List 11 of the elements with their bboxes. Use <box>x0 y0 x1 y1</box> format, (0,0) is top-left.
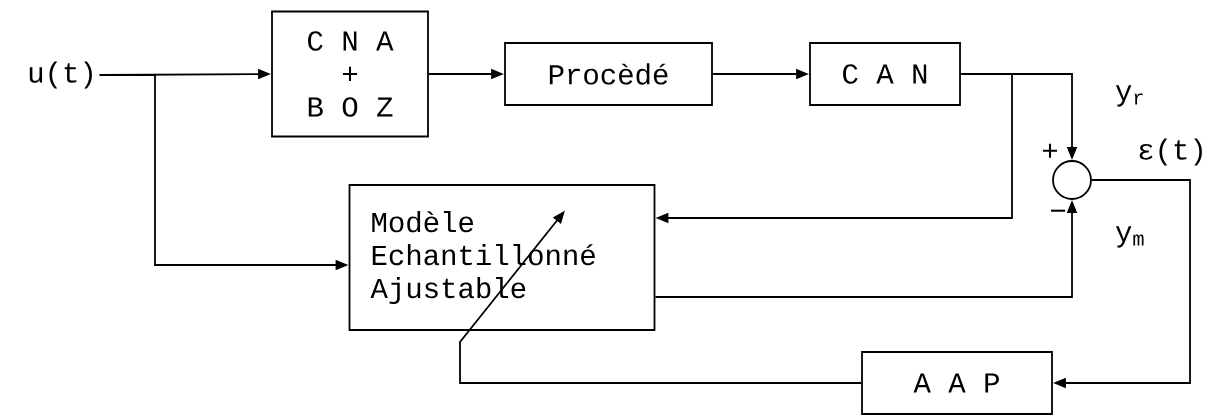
sign-label: − <box>1050 209 1066 212</box>
summing-junction <box>1052 160 1092 200</box>
edge-label: ε(t) <box>1136 137 1208 167</box>
block-box: C A N <box>809 42 961 106</box>
edge-label: y$_{r}$ <box>1113 84 1147 108</box>
sign-label: + <box>1042 143 1058 158</box>
block-box: A A P <box>861 351 1053 415</box>
block-box: C N A + B O Z <box>271 10 429 138</box>
block-box: Procèdé <box>504 42 713 106</box>
signal-label: u(t) <box>29 61 92 89</box>
edge-label: y$_{m}$ <box>1113 225 1147 249</box>
